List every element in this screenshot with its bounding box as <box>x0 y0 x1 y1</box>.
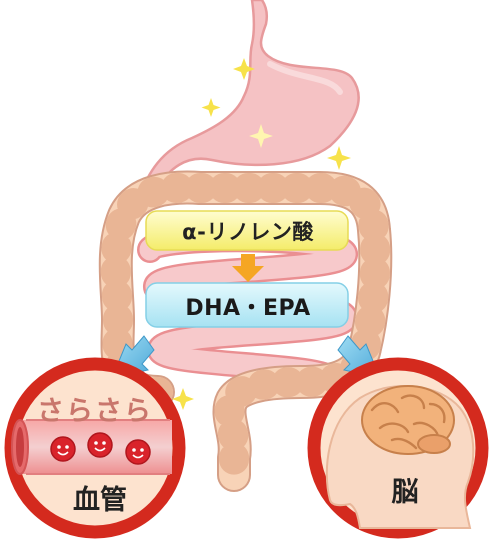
brain-icon <box>361 385 455 455</box>
smooth-flow-caption: さらさら <box>37 396 153 427</box>
arrow-down-icon <box>232 254 264 282</box>
blood-vessel-label: 血管 <box>73 485 127 516</box>
stomach <box>136 0 360 208</box>
dha-epa-label: DHA・EPA <box>185 296 311 321</box>
blood-vessel-circle <box>4 357 186 539</box>
blood-cell <box>87 432 113 458</box>
blood-cell <box>50 436 76 462</box>
sparkle-icon <box>172 58 351 410</box>
alpha-linolenic-label: α-リノレン酸 <box>182 220 314 244</box>
dha-epa-box <box>145 282 349 328</box>
blood-cell <box>125 439 151 465</box>
brain-circle <box>307 357 489 539</box>
alpha-linolenic-box <box>145 210 349 251</box>
brain-label: 脳 <box>391 477 419 508</box>
large-intestine <box>98 170 393 492</box>
